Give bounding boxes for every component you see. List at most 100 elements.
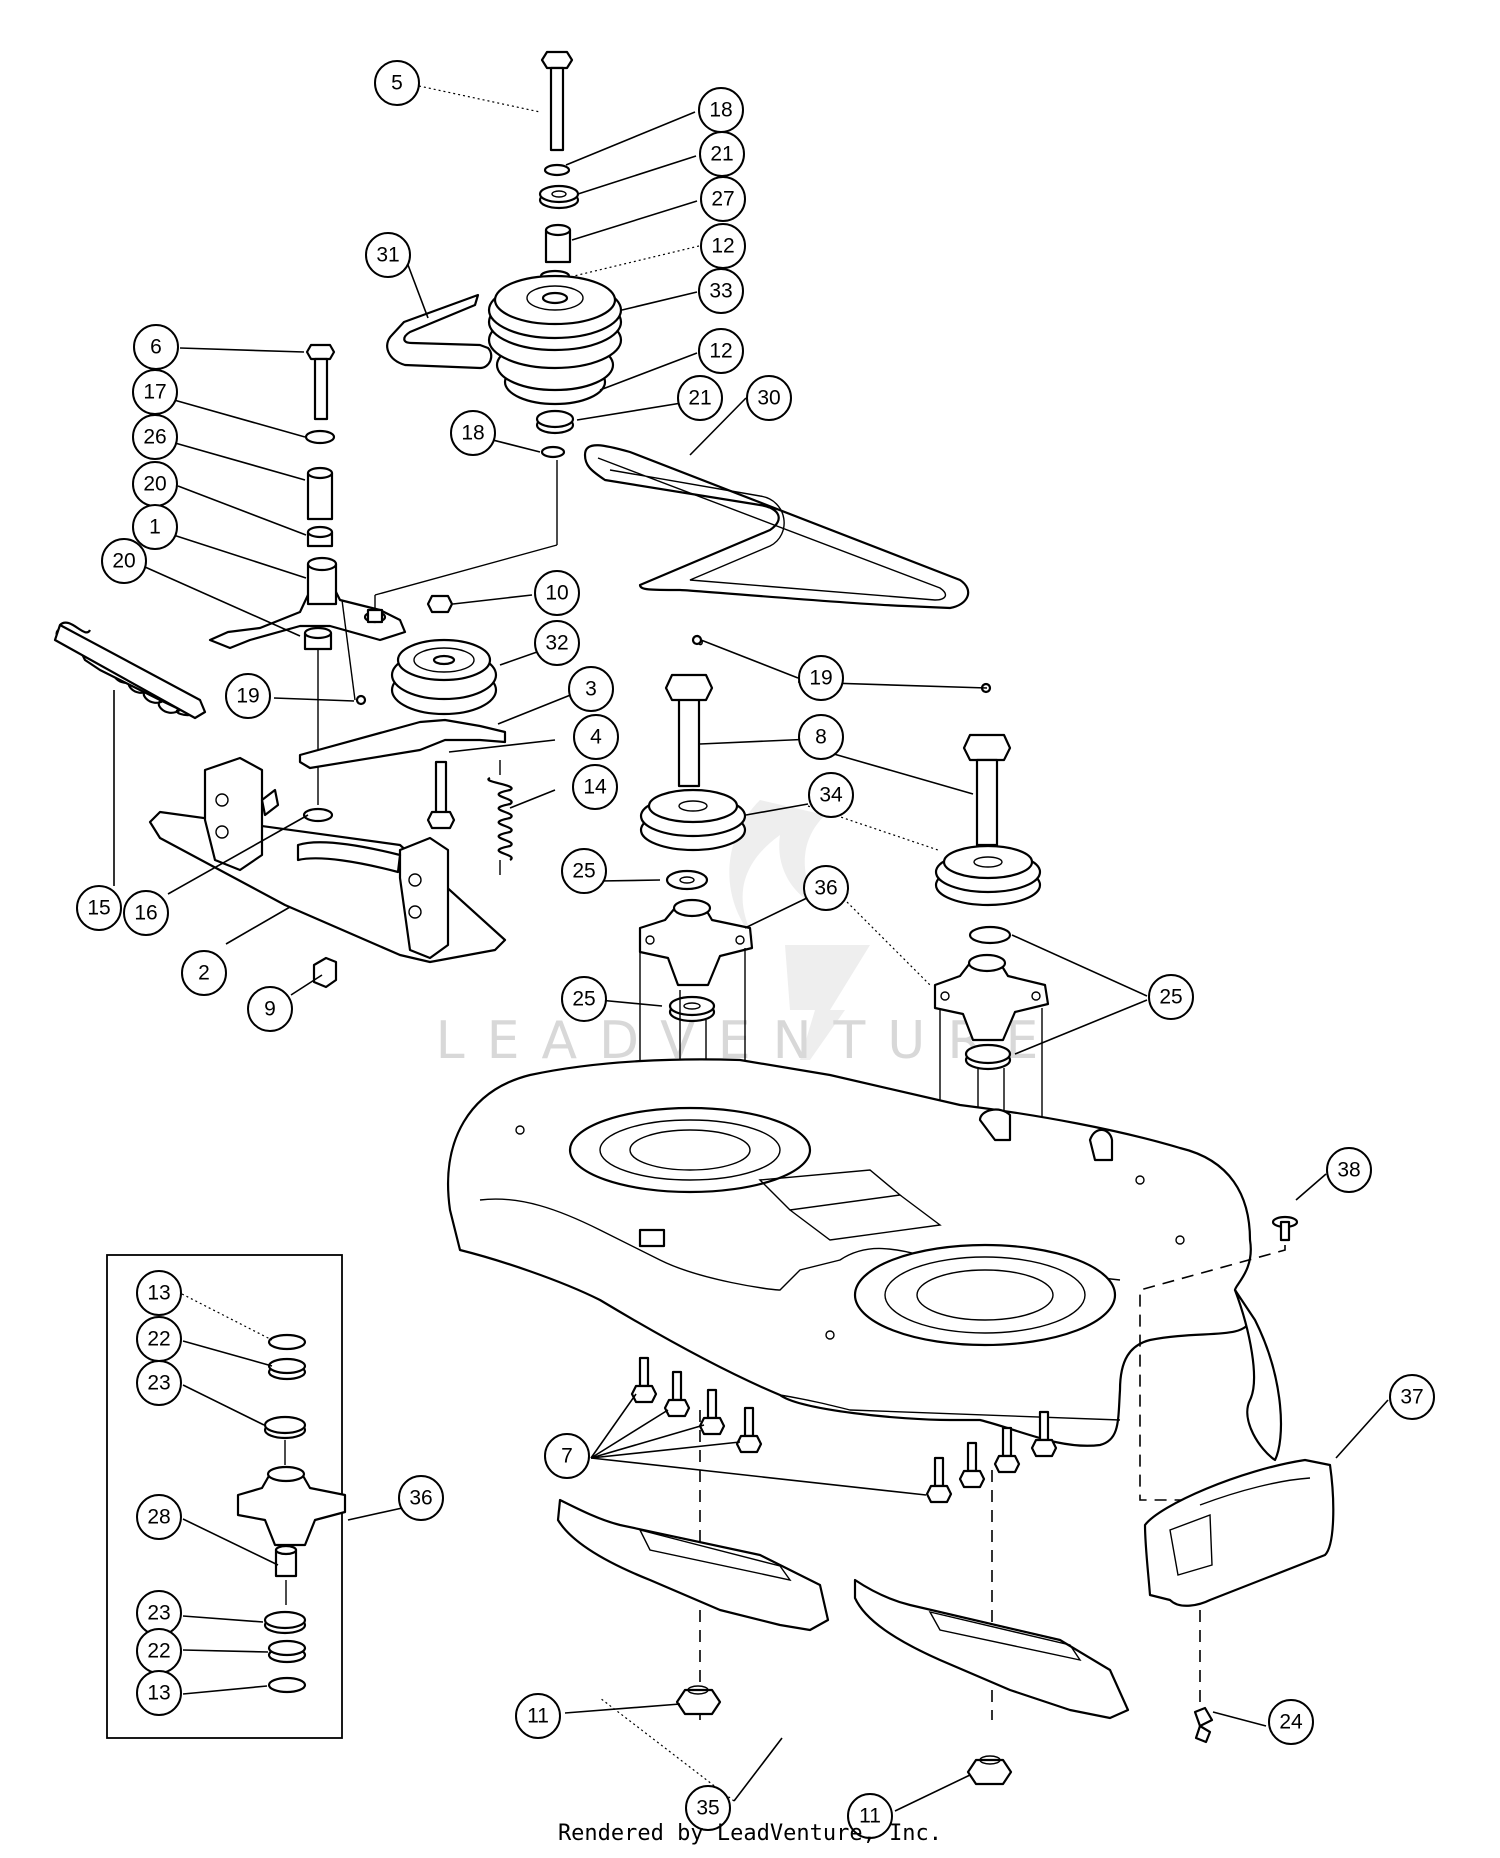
- spindle-housing-36-left: [638, 898, 754, 987]
- callout-number: 6: [150, 336, 162, 359]
- bushing-20-top: [306, 525, 334, 548]
- callout-circle: [132, 414, 178, 460]
- callout-11: 11: [515, 1693, 561, 1739]
- callout-number: 22: [147, 1328, 170, 1351]
- blade-35-left: [556, 1498, 830, 1632]
- callout-circle: [225, 673, 271, 719]
- callout-18: 18: [698, 87, 744, 133]
- bearing-21-top: [538, 184, 580, 210]
- callout-circle: [746, 375, 792, 421]
- callout-circle: [136, 1670, 182, 1716]
- spindle-bolt-8-right: [975, 758, 999, 847]
- callout-number: 34: [819, 784, 843, 807]
- callout-number: 37: [1400, 1386, 1423, 1409]
- callout-circle: [568, 666, 614, 712]
- callout-number: 12: [711, 235, 734, 258]
- callout-number: 19: [809, 667, 832, 690]
- footer-credit: Rendered by LeadVenture, Inc.: [558, 1821, 942, 1846]
- callout-38: 38: [1326, 1147, 1372, 1193]
- idler-arm-1: [208, 556, 407, 650]
- watermark-logo: [729, 800, 870, 1060]
- idler-pulley-32: [390, 638, 498, 716]
- callout-14: 14: [572, 764, 618, 810]
- spindle-pulley-34-right: [934, 844, 1042, 907]
- bolt-7: [735, 1406, 763, 1454]
- callout-circle: [398, 1475, 444, 1521]
- belt-guide-31: [386, 293, 493, 370]
- grease-fitting-19-left: [355, 694, 367, 706]
- blade-nut-11-left: [675, 1685, 722, 1716]
- callout-circle: [561, 976, 607, 1022]
- double-pulley-33: [487, 274, 623, 406]
- callout-number: 3: [585, 678, 597, 701]
- callout-number: 25: [1159, 986, 1182, 1009]
- bolt-7: [663, 1370, 691, 1418]
- callout-5: 5: [374, 60, 420, 106]
- callout-number: 24: [1279, 1711, 1303, 1734]
- callout-number: 27: [711, 188, 734, 211]
- callout-circle: [450, 410, 496, 456]
- callout-number: 9: [264, 998, 276, 1021]
- callout-8: 8: [798, 714, 844, 760]
- blade-35-right: [853, 1578, 1130, 1720]
- callout-9: 9: [247, 986, 293, 1032]
- bolt-7: [698, 1388, 726, 1436]
- washer-16: [302, 807, 334, 823]
- callout-number: 11: [527, 1705, 549, 1728]
- callout-16: 16: [123, 890, 169, 936]
- left-spindle-stack: [638, 634, 754, 1140]
- deck-belt-30: [583, 444, 970, 610]
- callout-number: 25: [572, 988, 595, 1011]
- idler-arm-assembly: [53, 343, 513, 989]
- race-23-top: [263, 1415, 307, 1440]
- callout-circle: [1389, 1374, 1435, 1420]
- callout-number: 11: [859, 1805, 881, 1828]
- callout-number: 16: [134, 902, 157, 925]
- callout-12: 12: [700, 223, 746, 269]
- callout-number: 33: [709, 280, 732, 303]
- callout-26: 26: [132, 414, 178, 460]
- callout-number: 20: [143, 473, 166, 496]
- callout-number: 2: [198, 962, 210, 985]
- idler-bracket-3: [298, 718, 507, 770]
- callout-number: 20: [112, 550, 135, 573]
- spindle-housing-36-inset: [236, 1465, 347, 1547]
- callout-circle: [136, 1360, 182, 1406]
- spacer-28: [274, 1544, 298, 1578]
- carriage-bolt-38: [1271, 1215, 1299, 1242]
- callout-number: 13: [147, 1282, 170, 1305]
- callout-1: 1: [132, 504, 178, 550]
- callout-circle: [700, 176, 746, 222]
- callout-number: 12: [709, 340, 732, 363]
- callout-number: 8: [815, 726, 827, 749]
- callout-15: 15: [76, 885, 122, 931]
- callout-number: 18: [461, 422, 484, 445]
- callout-28: 28: [136, 1494, 182, 1540]
- callout-number: 10: [545, 582, 568, 605]
- callout-number: 21: [688, 387, 711, 410]
- callout-24: 24: [1268, 1699, 1314, 1745]
- callout-22: 22: [136, 1628, 182, 1674]
- callout-19: 19: [798, 655, 844, 701]
- callout-2: 2: [181, 950, 227, 996]
- callout-circle: [573, 714, 619, 760]
- washer-17: [304, 429, 336, 445]
- callout-number: 17: [143, 381, 166, 404]
- callout-7: 7: [544, 1433, 590, 1479]
- washer-18-top: [543, 163, 571, 177]
- callout-number: 22: [147, 1640, 170, 1663]
- bolt-7: [958, 1441, 986, 1489]
- callout-21: 21: [677, 375, 723, 421]
- bolt-6-head: [305, 343, 336, 361]
- callout-circle: [1148, 974, 1194, 1020]
- bolt-7: [925, 1456, 953, 1504]
- callout-32: 32: [534, 620, 580, 666]
- washer-18-lower: [540, 445, 566, 459]
- bolt-7: [993, 1426, 1021, 1474]
- spindle-bolt-8-left: [677, 694, 701, 788]
- callout-circle: [132, 504, 178, 550]
- bushing-20-lower: [303, 626, 333, 651]
- center-idler-stack: [374, 50, 623, 610]
- callout-17: 17: [132, 369, 178, 415]
- spindle-pulley-34-left: [639, 788, 747, 852]
